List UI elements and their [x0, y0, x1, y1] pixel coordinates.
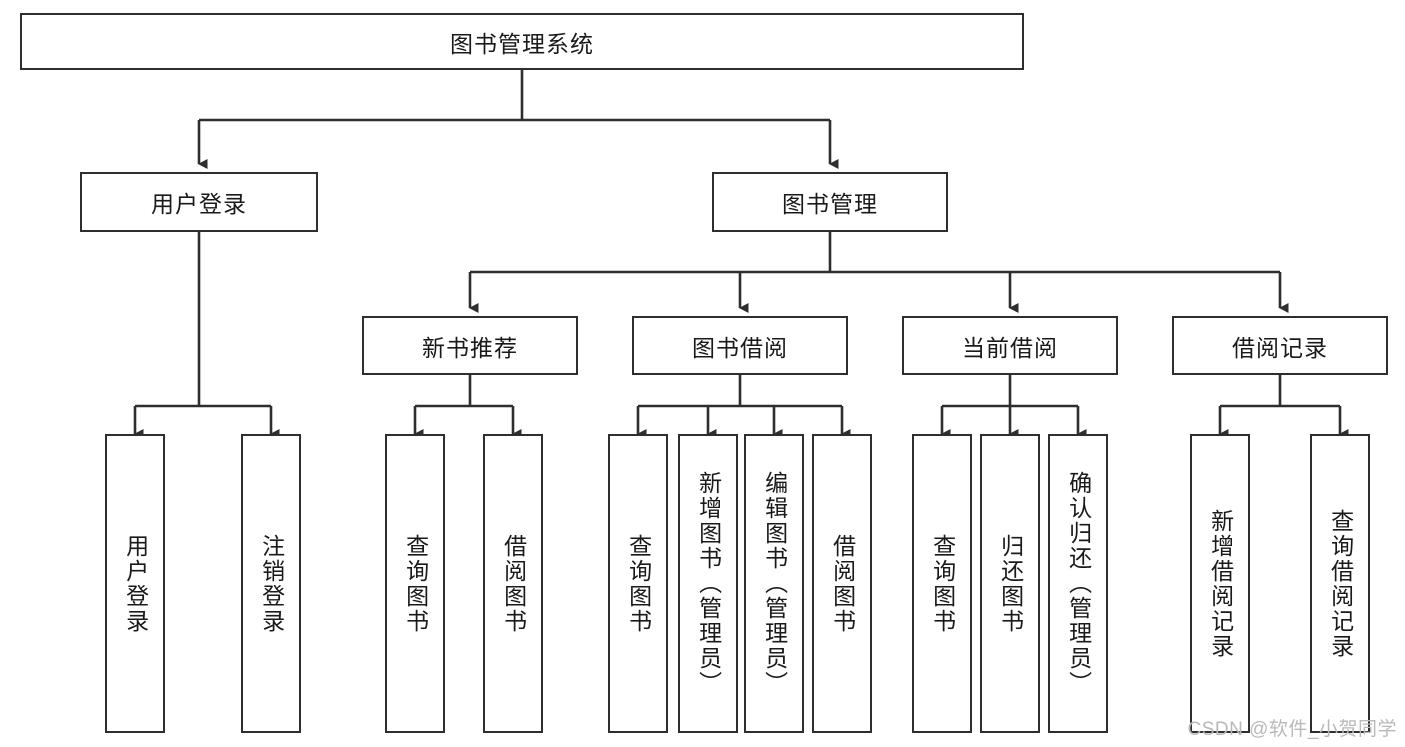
node-book-borrow[interactable]: 图书借阅 — [632, 316, 848, 375]
node-root-book-management-system[interactable]: 图书管理系统 — [20, 13, 1024, 70]
node-borrow-record[interactable]: 借阅记录 — [1172, 316, 1388, 375]
leaf-book-borrow-add-admin[interactable]: 新增图书（管理员） — [678, 434, 738, 733]
node-label: 借阅图书 — [500, 533, 527, 634]
node-new-book-recommend[interactable]: 新书推荐 — [362, 316, 578, 375]
node-label: 用户登录 — [151, 191, 247, 217]
leaf-borrow-record-add[interactable]: 新增借阅记录 — [1190, 434, 1250, 733]
node-label: 归还图书 — [997, 533, 1024, 634]
leaf-user-login-logout[interactable]: 注销登录 — [241, 434, 301, 733]
leaf-book-borrow-edit-admin[interactable]: 编辑图书（管理员） — [744, 434, 804, 733]
leaf-book-borrow-borrow[interactable]: 借阅图书 — [812, 434, 872, 733]
node-label: 注销登录 — [258, 533, 285, 634]
leaf-new-book-borrow[interactable]: 借阅图书 — [483, 434, 543, 733]
node-label: 当前借阅 — [962, 334, 1058, 361]
leaf-borrow-record-query[interactable]: 查询借阅记录 — [1310, 434, 1370, 733]
leaf-new-book-query[interactable]: 查询图书 — [385, 434, 445, 733]
node-label: 新书推荐 — [422, 334, 518, 361]
node-label: 确认归还（管理员） — [1065, 471, 1092, 696]
node-label: 图书管理 — [782, 191, 878, 217]
node-label: 查询图书 — [402, 533, 429, 634]
node-label: 借阅记录 — [1232, 334, 1328, 361]
node-label: 查询借阅记录 — [1327, 508, 1354, 659]
node-label: 新增图书（管理员） — [695, 471, 722, 696]
node-label: 新增借阅记录 — [1207, 508, 1234, 659]
node-current-borrow[interactable]: 当前借阅 — [902, 316, 1118, 375]
node-label: 用户登录 — [122, 533, 149, 634]
leaf-current-borrow-query[interactable]: 查询图书 — [912, 434, 972, 733]
node-label: 图书管理系统 — [450, 30, 594, 57]
leaf-current-borrow-return[interactable]: 归还图书 — [980, 434, 1040, 733]
csdn-watermark: CSDN @软件_小贺同学 — [1187, 719, 1397, 740]
leaf-current-borrow-confirm-admin[interactable]: 确认归还（管理员） — [1048, 434, 1108, 733]
node-book-management[interactable]: 图书管理 — [712, 172, 948, 232]
node-label: 查询图书 — [929, 533, 956, 634]
leaf-book-borrow-query[interactable]: 查询图书 — [608, 434, 668, 733]
node-label: 查询图书 — [625, 533, 652, 634]
node-label: 图书借阅 — [692, 334, 788, 361]
node-label: 借阅图书 — [829, 533, 856, 634]
leaf-user-login-login[interactable]: 用户登录 — [105, 434, 165, 733]
node-label: 编辑图书（管理员） — [761, 471, 788, 696]
node-user-login[interactable]: 用户登录 — [80, 172, 318, 232]
